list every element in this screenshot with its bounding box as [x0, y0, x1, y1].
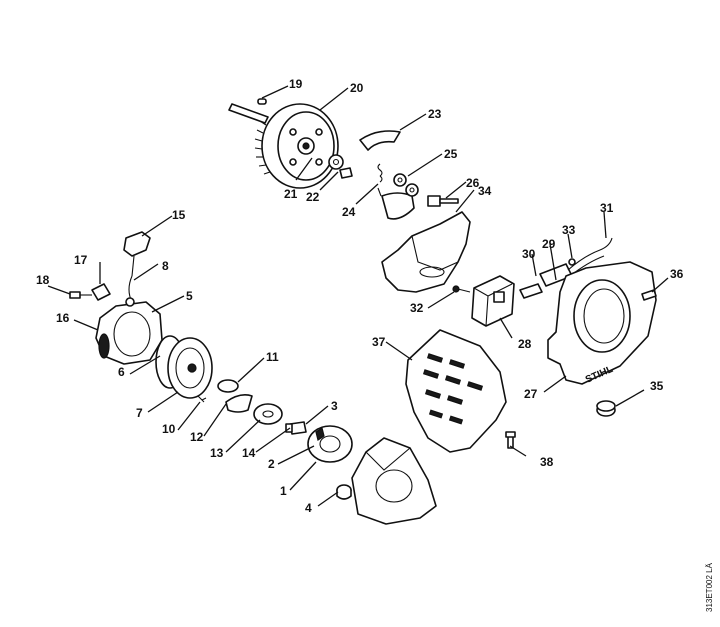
callout-31: 31	[600, 201, 614, 215]
drawing-code: 313ET002 LÄ	[705, 562, 714, 612]
callout-26: 26	[466, 176, 480, 190]
callout-36: 36	[670, 267, 684, 281]
bracket-17-screw-18	[69, 283, 111, 301]
baffle-34	[381, 211, 471, 293]
callout-21: 21	[284, 187, 298, 201]
rope-rotor-6-7	[155, 335, 213, 399]
screw-26	[427, 195, 459, 207]
callout-33: 33	[562, 223, 576, 237]
callout-3: 3	[331, 399, 338, 413]
spring-washer-24-25	[377, 163, 419, 220]
flywheel	[254, 103, 339, 189]
callout-17: 17	[74, 253, 88, 267]
callout-30: 30	[522, 247, 536, 261]
callout-29: 29	[542, 237, 556, 251]
starter-housing-16	[95, 301, 163, 365]
callout-27: 27	[524, 387, 538, 401]
callout-15: 15	[172, 208, 186, 222]
callout-6: 6	[118, 365, 125, 379]
callout-5: 5	[186, 289, 193, 303]
callout-19: 19	[289, 77, 303, 91]
screw-36	[641, 289, 657, 301]
pin-19	[228, 98, 269, 124]
shroud-37	[405, 329, 507, 453]
callout-38: 38	[540, 455, 554, 469]
starter-handle-15	[123, 231, 151, 277]
callout-34: 34	[478, 184, 492, 198]
bushing-4	[336, 484, 352, 500]
callout-24: 24	[342, 205, 356, 219]
callout-20: 20	[350, 81, 364, 95]
callout-4: 4	[305, 501, 312, 515]
crankcase	[351, 437, 437, 525]
ignition-module-28	[471, 275, 515, 327]
screw-32	[452, 285, 471, 293]
pawl-23	[359, 130, 401, 151]
fan-housing-27: STIHL	[547, 261, 657, 386]
pawl-carrier-1-2	[307, 425, 353, 463]
callout-32: 32	[410, 301, 424, 315]
callout-35: 35	[650, 379, 664, 393]
callout-10: 10	[162, 422, 176, 436]
callout-numbers: 19 20 21 22 23 24 25 26 34 15 17 8 18 5 …	[36, 77, 684, 515]
circlip-10-11-12	[197, 379, 253, 413]
callout-22: 22	[306, 190, 320, 204]
callout-1: 1	[280, 484, 287, 498]
callout-37: 37	[372, 335, 386, 349]
callout-11: 11	[266, 350, 279, 364]
washer-21-22	[328, 154, 353, 179]
callout-8: 8	[162, 259, 169, 273]
callout-7: 7	[136, 406, 143, 420]
screw-38	[505, 431, 516, 449]
callout-2: 2	[268, 457, 275, 471]
guide-bushing-5	[125, 297, 135, 307]
callout-13: 13	[210, 446, 224, 460]
callout-23: 23	[428, 107, 442, 121]
callout-14: 14	[242, 446, 256, 460]
callout-25: 25	[444, 147, 458, 161]
leader-lines	[47, 85, 669, 507]
grommet-35	[596, 400, 616, 417]
callout-12: 12	[190, 430, 204, 444]
callout-28: 28	[518, 337, 532, 351]
callout-18: 18	[36, 273, 50, 287]
washer-13	[253, 403, 283, 425]
callout-16: 16	[56, 311, 70, 325]
